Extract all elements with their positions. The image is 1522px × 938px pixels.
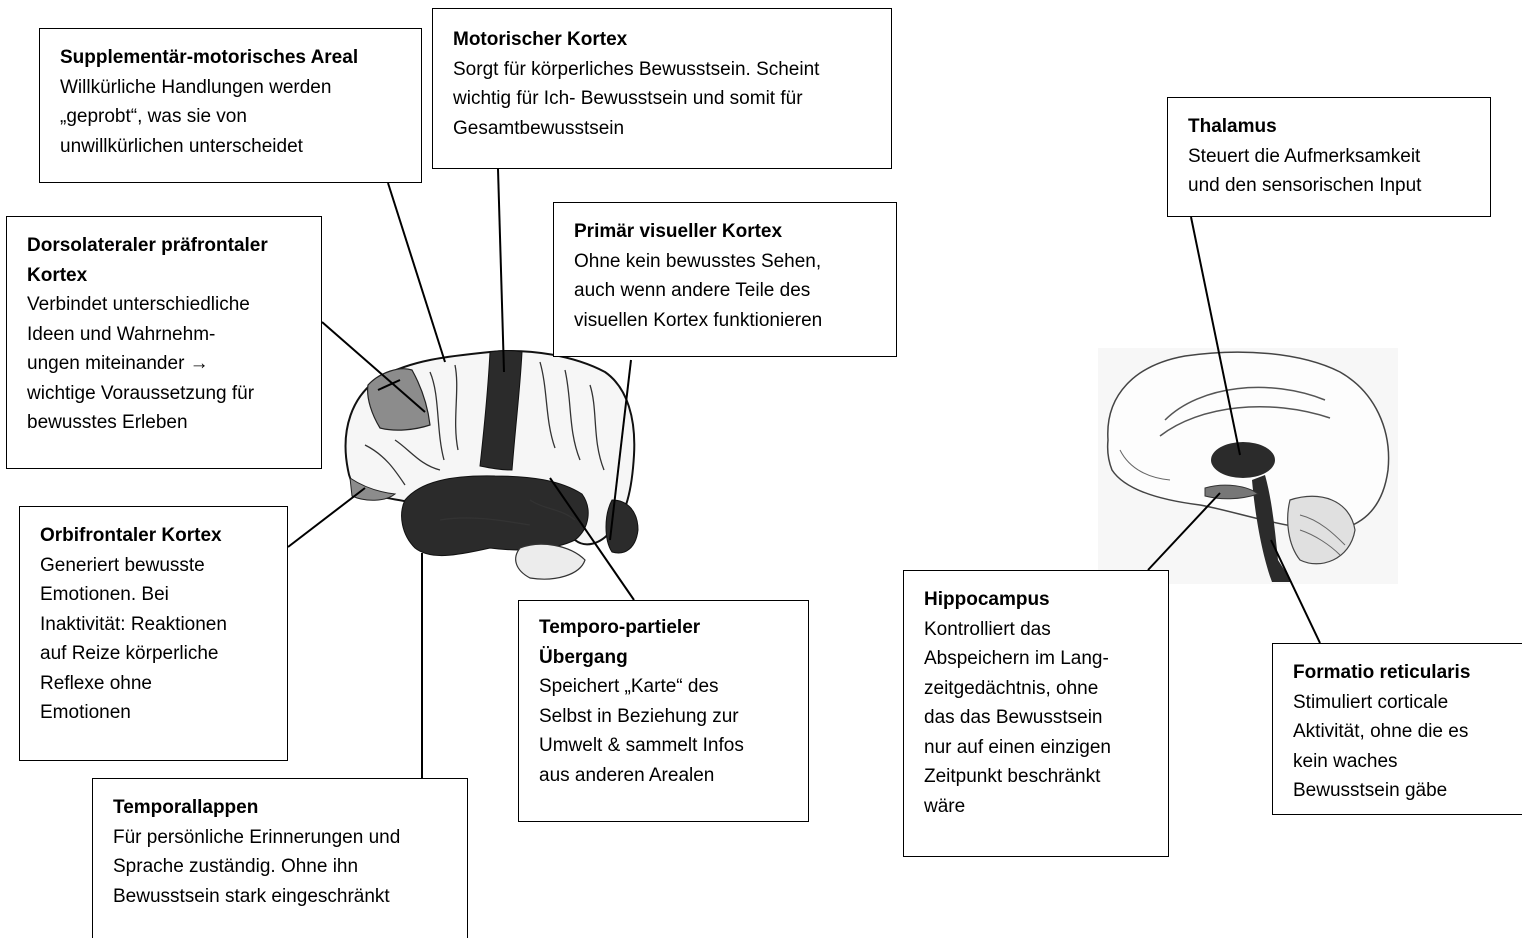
line-dorsolateral xyxy=(321,321,426,413)
line-orbifrontal xyxy=(287,487,366,548)
text-primary-visual: Ohne kein bewusstes Sehen, auch wenn and… xyxy=(574,250,823,331)
line-hippocampus xyxy=(1147,492,1221,571)
label-temporal-lobe: Temporallappen Für persönliche Erinnerun… xyxy=(92,778,468,938)
text-motor-cortex: Sorgt für körperliches Bewusstsein. Sche… xyxy=(453,58,820,139)
label-dorsolateral-prefrontal: Dorsolateraler präfrontaler Kortex Verbi… xyxy=(6,216,322,469)
title-dorsolateral: Dorsolateraler präfrontaler Kortex xyxy=(27,235,268,286)
label-supplementary-motor-area: Supplementär-motorisches Areal Willkürli… xyxy=(39,28,422,183)
text-thalamus: Steuert die Aufmerksamkeit und den senso… xyxy=(1188,145,1422,197)
cerebellum xyxy=(515,543,586,580)
title-temporal-lobe: Temporallappen xyxy=(113,797,259,818)
title-temporoparietal: Temporo-partieler Übergang xyxy=(539,617,701,668)
text-temporoparietal: Speichert „Karte“ des Selbst in Beziehun… xyxy=(539,676,744,786)
label-formatio-reticularis: Formatio reticularis Stimuliert cortical… xyxy=(1272,643,1522,815)
line-visual xyxy=(609,359,632,541)
text-hippocampus: Kontrolliert das Abspeichern im Lang- ze… xyxy=(924,618,1111,817)
label-orbifrontal-cortex: Orbifrontaler Kortex Generiert bewusste … xyxy=(19,506,288,761)
temporal-lobe-region xyxy=(401,475,589,557)
title-motor-cortex: Motorischer Kortex xyxy=(453,29,628,50)
label-motor-cortex: Motorischer Kortex Sorgt für körperliche… xyxy=(432,8,892,169)
thalamus-region xyxy=(1211,442,1275,478)
title-thalamus: Thalamus xyxy=(1188,116,1277,137)
text-supplementary-motor: Willkürliche Handlungen werden „geprobt“… xyxy=(60,76,332,157)
label-thalamus: Thalamus Steuert die Aufmerksamkeit und … xyxy=(1167,97,1491,217)
text-orbifrontal: Generiert bewusste Emotionen. Bei Inakti… xyxy=(40,554,227,724)
title-supplementary-motor: Supplementär-motorisches Areal xyxy=(60,47,359,68)
text-temporal-lobe: Für persönliche Erinnerungen und Sprache… xyxy=(113,826,401,907)
title-orbifrontal: Orbifrontaler Kortex xyxy=(40,525,222,546)
label-temporoparietal-junction: Temporo-partieler Übergang Speichert „Ka… xyxy=(518,600,809,822)
dorsolateral-region xyxy=(367,368,431,431)
line-thalamus xyxy=(1190,216,1241,456)
title-formatio: Formatio reticularis xyxy=(1293,662,1471,683)
brainstem-region xyxy=(1252,475,1292,582)
line-temporoparietal xyxy=(549,477,635,601)
orbitofrontal-region xyxy=(349,476,397,501)
line-dorsolateral-2 xyxy=(377,379,401,391)
line-supplementary xyxy=(387,182,446,363)
label-hippocampus: Hippocampus Kontrolliert das Abspeichern… xyxy=(903,570,1169,857)
medial-cerebrum-outline xyxy=(1106,351,1390,531)
medial-cerebellum xyxy=(1287,495,1356,565)
line-motor xyxy=(497,168,505,373)
text-dorsolateral: Verbindet unterschiedliche Ideen und Wah… xyxy=(27,294,255,433)
line-formatio xyxy=(1270,539,1321,644)
label-primary-visual-cortex: Primär visueller Kortex Ohne kein bewuss… xyxy=(553,202,897,357)
title-hippocampus: Hippocampus xyxy=(924,589,1050,610)
text-formatio: Stimuliert corticale Aktivität, ohne die… xyxy=(1293,691,1469,802)
title-primary-visual: Primär visueller Kortex xyxy=(574,221,783,242)
motor-cortex-region xyxy=(479,350,523,471)
